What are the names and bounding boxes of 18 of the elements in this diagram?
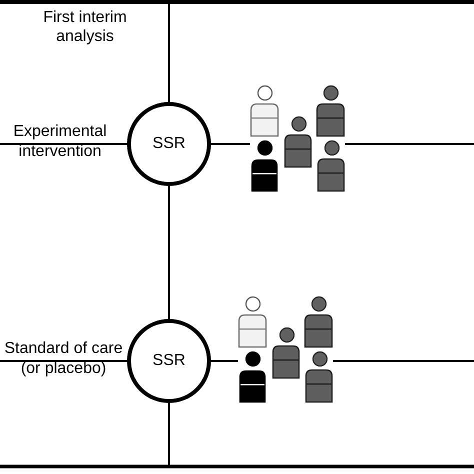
- people-icon: [238, 295, 333, 403]
- connector-line: [345, 143, 474, 145]
- people-icon: [250, 84, 345, 192]
- connector-line: [0, 360, 127, 362]
- connector-line: [168, 186, 170, 319]
- circle-node: [127, 102, 211, 186]
- arm-label: Standard of care (or placebo): [3, 339, 124, 379]
- node-label: SSR: [152, 351, 186, 371]
- circle-node: [127, 319, 211, 403]
- timepoint-label: First interim analysis: [42, 8, 128, 46]
- connector-line: [211, 143, 250, 145]
- connector-line: [0, 143, 127, 145]
- connector-line: [168, 4, 170, 102]
- connector-line: [333, 360, 474, 362]
- connector-line: [211, 360, 238, 362]
- arm-label: Experimental intervention: [12, 122, 108, 162]
- node-label: SSR: [152, 134, 186, 154]
- connector-line: [168, 403, 170, 465]
